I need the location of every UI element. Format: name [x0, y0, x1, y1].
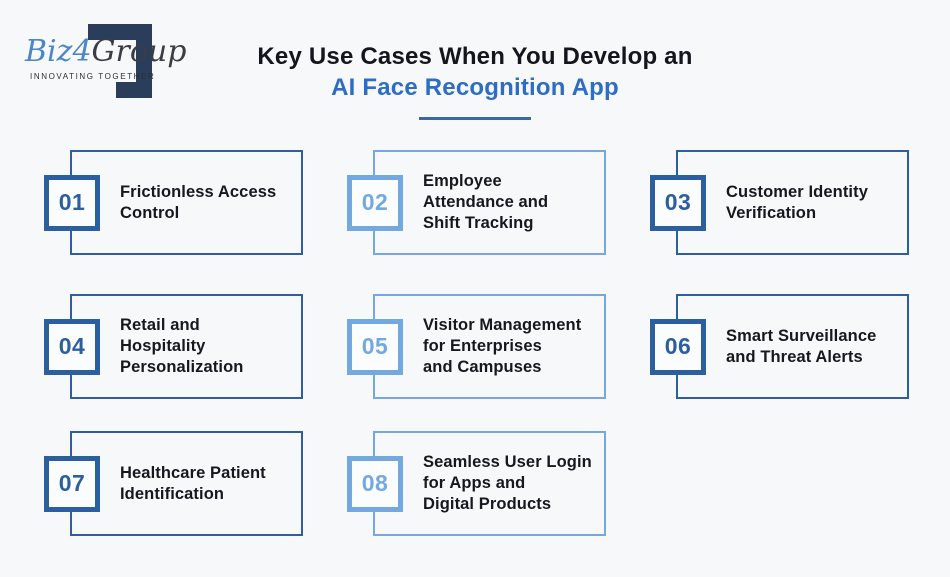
cards-row-2: 04 Retail and Hospitality Personalizatio…: [44, 294, 909, 399]
use-case-card-05: 05 Visitor Management for Enterprises an…: [347, 294, 606, 399]
use-case-card-02: 02 Employee Attendance and Shift Trackin…: [347, 150, 606, 255]
use-case-card-06: 06 Smart Surveillance and Threat Alerts: [650, 294, 909, 399]
card-number-badge: 08: [347, 455, 403, 512]
card-label: Customer Identity Verification: [726, 182, 868, 222]
card-label: Employee Attendance and Shift Tracking: [423, 172, 549, 232]
card-number-badge: 07: [44, 455, 100, 512]
use-case-card-03: 03 Customer Identity Verification: [650, 150, 909, 255]
card-label: Healthcare Patient Identification: [120, 463, 266, 503]
card-number-badge: 04: [44, 318, 100, 375]
card-label: Frictionless Access Control: [120, 182, 277, 222]
use-case-card-07: 07 Healthcare Patient Identification: [44, 431, 303, 536]
brand-tagline: INNOVATING TOGETHER: [30, 72, 156, 81]
page-title-line2: AI Face Recognition App: [331, 74, 619, 101]
card-number-badge: 05: [347, 318, 403, 375]
card-number-badge: 03: [650, 174, 706, 231]
cards-row-3: 07 Healthcare Patient Identification 08 …: [44, 431, 606, 536]
brand-name-biz: Biz: [25, 34, 73, 69]
card-label: Smart Surveillance and Threat Alerts: [726, 326, 877, 366]
use-case-card-04: 04 Retail and Hospitality Personalizatio…: [44, 294, 303, 399]
card-number-badge: 01: [44, 174, 100, 231]
brand-name-four: 4: [72, 34, 92, 69]
card-label: Retail and Hospitality Personalization: [120, 316, 244, 376]
brand-logo: Biz4Group INNOVATING TOGETHER: [25, 14, 186, 100]
cards-row-1: 01 Frictionless Access Control 02 Employ…: [44, 150, 909, 255]
page-title-line1: Key Use Cases When You Develop an: [257, 43, 693, 70]
header: Key Use Cases When You Develop an AI Fac…: [0, 42, 950, 120]
use-case-card-01: 01 Frictionless Access Control: [44, 150, 303, 255]
card-number-badge: 02: [347, 174, 403, 231]
use-case-card-08: 08 Seamless User Login for Apps and Digi…: [347, 431, 606, 536]
card-label: Seamless User Login for Apps and Digital…: [423, 453, 592, 513]
card-number-badge: 06: [650, 318, 706, 375]
brand-name-group: Group: [91, 34, 187, 69]
title-underline: [419, 117, 531, 120]
logo-mark-icon: [88, 24, 152, 98]
card-label: Visitor Management for Enterprises and C…: [423, 316, 582, 376]
brand-name: Biz4Group: [25, 36, 186, 68]
